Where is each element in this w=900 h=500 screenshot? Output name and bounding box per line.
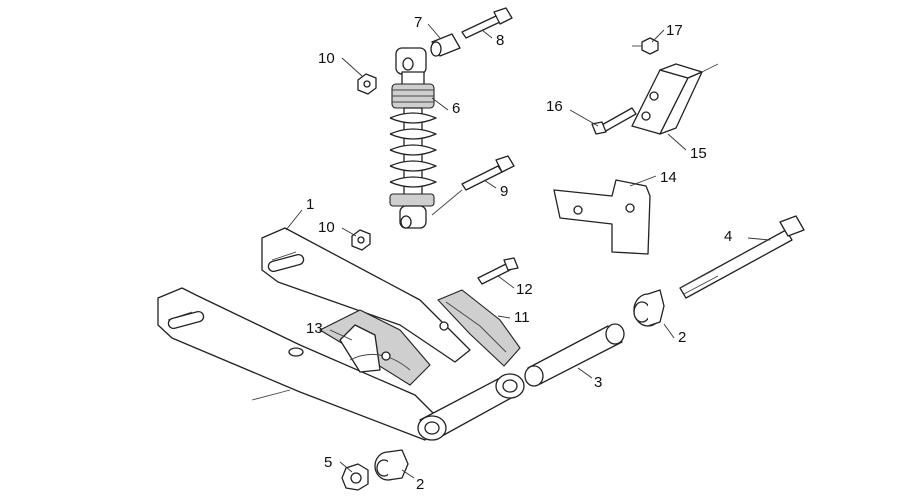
callout-12: 12 (516, 281, 533, 298)
slider-screw (477, 257, 519, 285)
callout-2-right: 2 (678, 329, 686, 346)
callout-labels: 1 2 2 3 4 5 6 7 8 9 10 10 11 12 13 14 15… (306, 14, 732, 493)
callout-14: 14 (660, 169, 677, 186)
callout-10-upper: 10 (318, 50, 335, 67)
leader-lines (285, 23, 771, 479)
callout-4: 4 (724, 228, 732, 245)
swingarm (157, 227, 525, 441)
pivot-spacer-tube (524, 323, 625, 387)
pivot-axle-bolt (679, 215, 805, 299)
upper-shock-bolt (461, 7, 513, 39)
shock-absorber (389, 47, 437, 229)
mounting-plate (553, 179, 651, 255)
callout-16: 16 (546, 98, 563, 115)
callout-3: 3 (594, 374, 602, 391)
callout-5: 5 (324, 454, 332, 471)
callout-17: 17 (666, 22, 683, 39)
chain-slider (437, 289, 521, 367)
callout-1: 1 (306, 196, 314, 213)
callout-8: 8 (496, 32, 504, 49)
bracket-screw (591, 107, 637, 135)
callout-15: 15 (690, 145, 707, 162)
pivot-bushing-right (633, 289, 665, 327)
pivot-nut (341, 463, 369, 491)
upper-shock-nut (357, 73, 377, 95)
callout-9: 9 (500, 183, 508, 200)
lower-shock-bolt (431, 155, 515, 216)
callout-11: 11 (514, 309, 530, 326)
bracket-nut (632, 37, 659, 55)
callout-13: 13 (306, 320, 323, 337)
mounting-bracket-block (631, 63, 719, 135)
pivot-bushing-left (374, 449, 409, 481)
callout-6: 6 (452, 100, 460, 117)
callout-7: 7 (414, 14, 422, 31)
callout-2-left: 2 (416, 476, 424, 493)
shock-bushing (430, 33, 461, 57)
lower-shock-nut (351, 229, 371, 251)
callout-10-lower: 10 (318, 219, 335, 236)
